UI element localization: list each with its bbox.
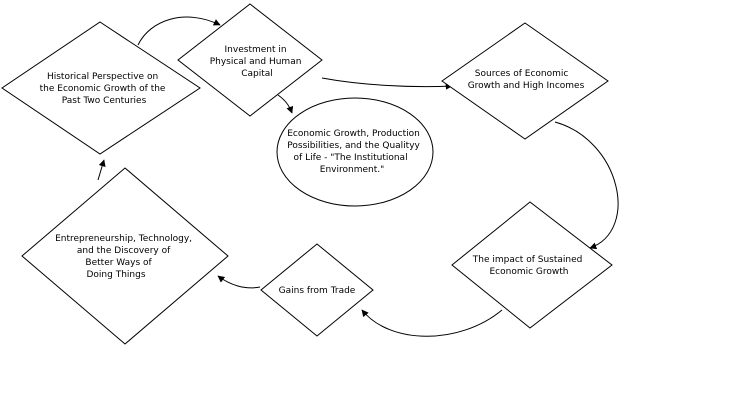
node-historical-label: Historical Perspective on the Economic G…: [40, 72, 169, 106]
node-historical-line: the Economic Growth of the: [40, 84, 166, 94]
node-historical-shape: [1, 21, 201, 155]
node-historical-line: Past Two Centuries: [62, 96, 147, 106]
node-investment: Investment in Physical and Human Capital: [177, 3, 323, 117]
edge-entrepreneurship-to-historical: [97, 159, 106, 181]
node-institutional: Economic Growth, Production Possibilitie…: [276, 97, 434, 207]
node-entrepreneurship-shape: [21, 167, 229, 345]
edge-historical-to-investment: [137, 16, 221, 46]
node-sources: Sources of Economic Growth and High Inco…: [441, 22, 609, 140]
node-institutional-shape: [276, 97, 434, 207]
node-entrepreneurship-line: Doing Things: [86, 270, 145, 280]
node-institutional-label: Economic Growth, Production Possibilitie…: [287, 129, 422, 175]
node-gains-line: Gains from Trade: [279, 286, 356, 296]
node-gains: Gains from Trade: [260, 243, 374, 337]
node-impact-line: Economic Growth: [489, 267, 568, 277]
node-entrepreneurship-label: Entrepreneurship, Technology, and the Di…: [55, 234, 195, 280]
node-historical-line: Historical Perspective on: [47, 72, 158, 82]
node-impact-label: The impact of Sustained Economic Growth: [472, 255, 585, 277]
edges: [97, 16, 619, 337]
node-investment-line: Physical and Human: [210, 57, 302, 67]
edge-sources-to-impact: [554, 121, 619, 250]
node-sources-label: Sources of Economic Growth and High Inco…: [468, 69, 585, 91]
node-investment-line: Capital: [241, 69, 273, 79]
node-institutional-line: of Life - "The Institutional: [294, 153, 408, 163]
node-historical: Historical Perspective on the Economic G…: [1, 21, 201, 155]
node-investment-label: Investment in Physical and Human Capital: [210, 45, 305, 79]
node-entrepreneurship-line: and the Discovery of: [77, 246, 171, 256]
node-impact-shape: [451, 201, 613, 329]
node-investment-shape: [177, 3, 323, 117]
node-impact: The impact of Sustained Economic Growth: [451, 201, 613, 329]
node-entrepreneurship-line: Better Ways of: [85, 258, 152, 268]
node-gains-shape: [260, 243, 374, 337]
node-institutional-line: Economic Growth, Production: [287, 129, 420, 139]
node-sources-shape: [441, 22, 609, 140]
node-entrepreneurship: Entrepreneurship, Technology, and the Di…: [21, 167, 229, 345]
node-institutional-line: Environment.": [320, 165, 384, 175]
node-impact-line: The impact of Sustained: [472, 255, 583, 265]
node-sources-line: Sources of Economic: [475, 69, 569, 79]
node-gains-label: Gains from Trade: [279, 286, 356, 296]
edge-impact-to-gains: [361, 309, 503, 337]
edge-investment-to-sources: [321, 77, 453, 90]
node-sources-line: Growth and High Incomes: [468, 81, 585, 91]
node-investment-line: Investment in: [225, 45, 287, 55]
edge-investment-to-institutional: [277, 94, 294, 114]
node-institutional-line: Possibilities, and the Qualityy: [287, 141, 420, 151]
edge-gains-to-entrepreneurship: [217, 275, 261, 289]
node-entrepreneurship-line: Entrepreneurship, Technology,: [55, 234, 192, 244]
